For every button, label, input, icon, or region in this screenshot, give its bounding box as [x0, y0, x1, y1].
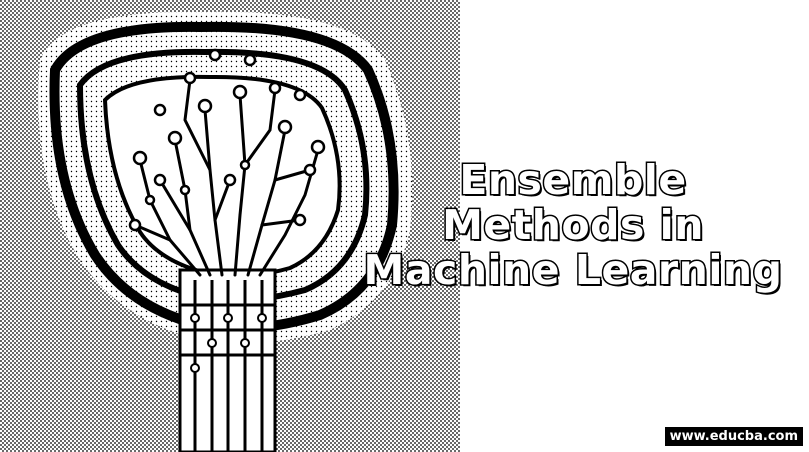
site-watermark: www.educba.com — [664, 427, 803, 446]
title-line-3: Machine Learning — [362, 246, 783, 294]
page-title: Ensemble Methods in Machine Learning — [358, 156, 788, 294]
circuit-brain-icon — [0, 0, 460, 452]
title-line-2: Methods in — [441, 201, 705, 249]
title-line-1: Ensemble — [458, 156, 688, 204]
